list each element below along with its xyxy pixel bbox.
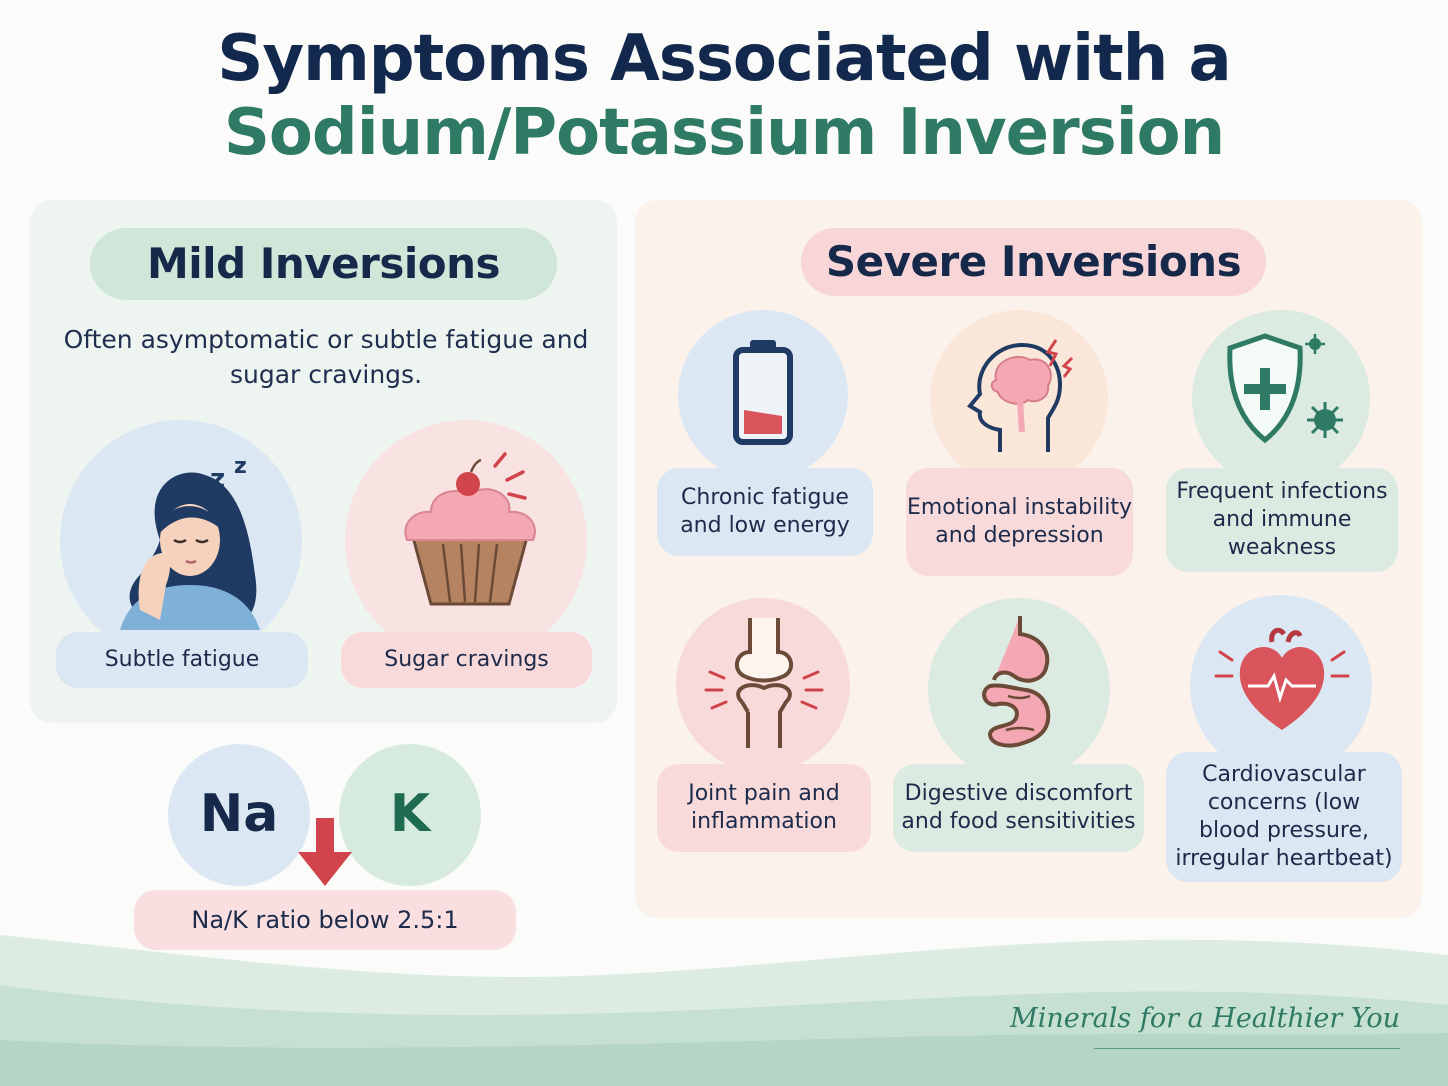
shield-plus-icon — [1227, 333, 1343, 444]
svg-text:z: z — [210, 464, 225, 494]
title-line-1: Symptoms Associated with a — [217, 22, 1231, 96]
cupcake-icon — [404, 452, 536, 606]
svg-text:z: z — [234, 454, 247, 479]
severe-heading: Severe Inversions — [801, 228, 1266, 296]
sugar-cravings-label: Sugar cravings — [341, 632, 592, 688]
joint-icon — [704, 618, 824, 748]
low-battery-icon — [733, 340, 793, 445]
sodium-circle — [168, 744, 310, 886]
chronic-fatigue-label: Chronic fatigue and low energy — [657, 468, 873, 556]
decorative-waves — [0, 935, 1448, 1086]
frequent-infections-label: Frequent infections and immune weakness — [1166, 468, 1398, 572]
sleepy-person-icon: z z — [120, 454, 260, 630]
cardiovascular-label: Cardiovascular concerns (low blood press… — [1166, 752, 1402, 882]
title-line-2: Sodium/Potassium Inversion — [223, 96, 1225, 170]
down-arrow-icon — [298, 818, 352, 886]
heart-pulse-icon — [1214, 627, 1350, 730]
footer-tagline: Minerals for a Healthier You — [1010, 1003, 1400, 1034]
ratio-label: Na/K ratio below 2.5:1 — [134, 890, 516, 950]
emotional-instability-label: Emotional instability and depression — [906, 468, 1133, 576]
subtle-fatigue-label: Subtle fatigue — [56, 632, 308, 688]
potassium-circle — [339, 744, 481, 886]
footer-underline — [1094, 1048, 1400, 1049]
mild-heading: Mild Inversions — [90, 228, 557, 300]
joint-pain-label: Joint pain and inflammation — [657, 764, 871, 852]
sodium-symbol: Na — [199, 784, 279, 844]
potassium-symbol: K — [389, 784, 431, 844]
mild-description: Often asymptomatic or subtle fatigue and… — [63, 325, 589, 389]
digestive-discomfort-label: Digestive discomfort and food sensitivit… — [893, 764, 1144, 852]
digestive-system-icon — [982, 616, 1051, 748]
head-brain-icon — [966, 339, 1074, 452]
